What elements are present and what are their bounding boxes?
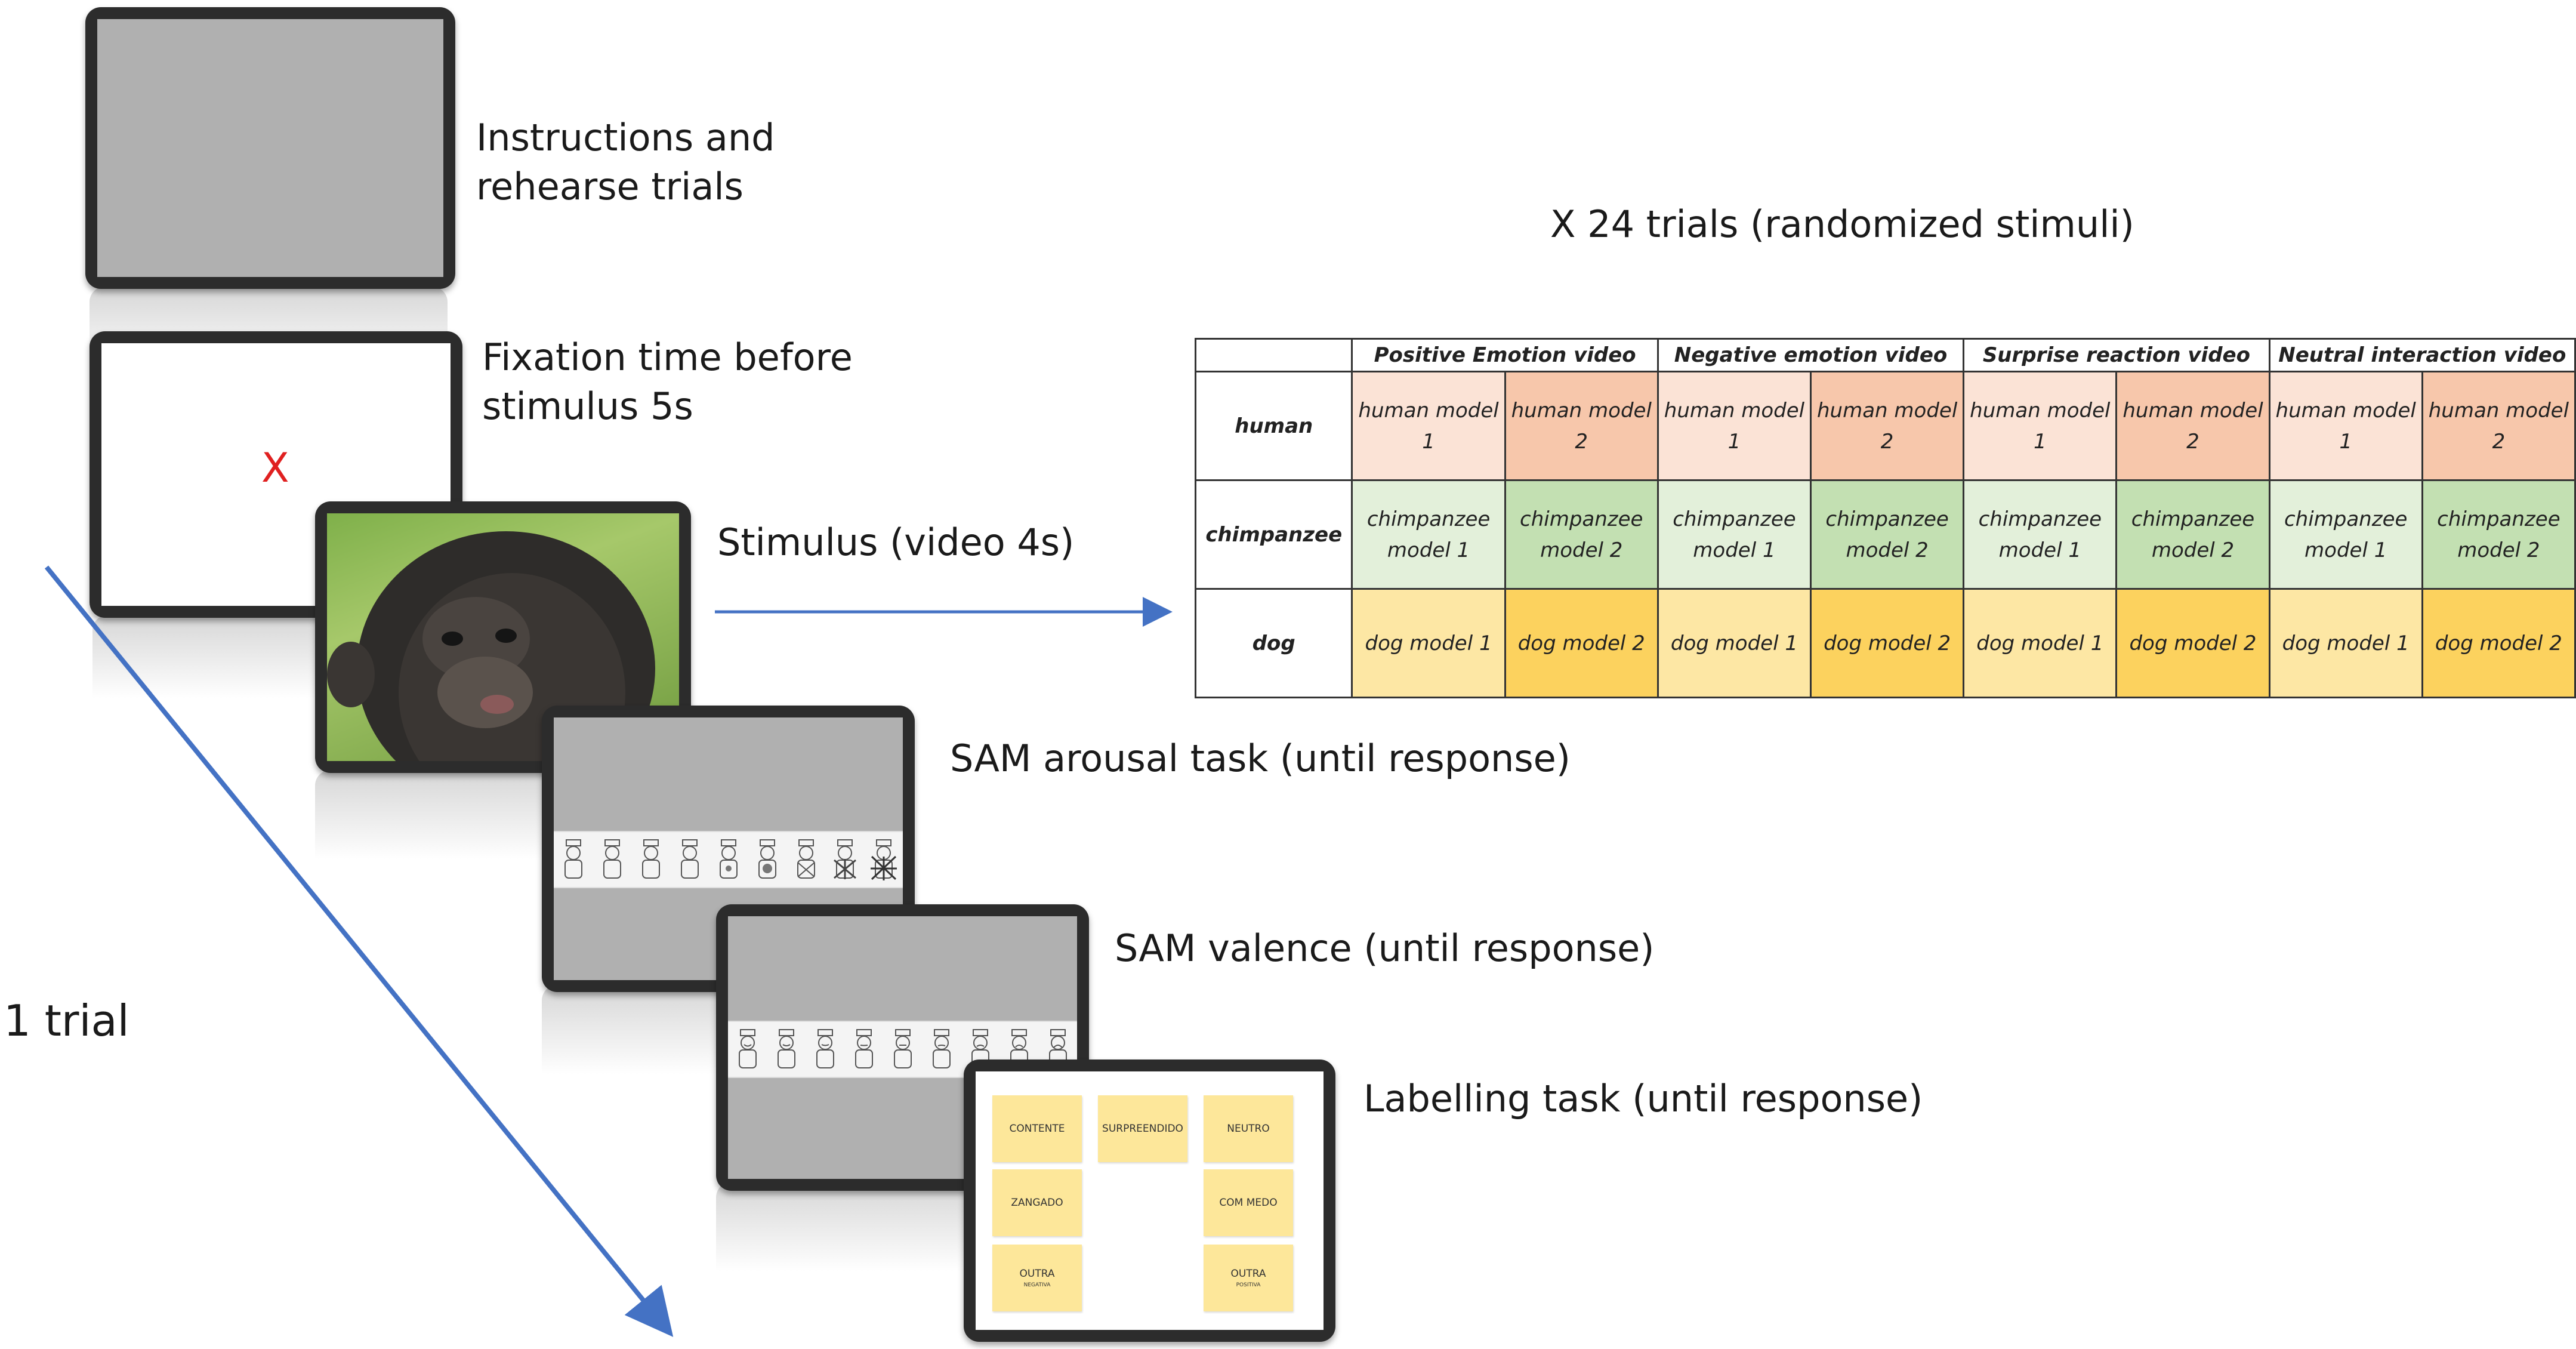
label-note-subtext: NEGATIVA <box>1023 1282 1051 1288</box>
table-cell: human model 1 <box>1351 371 1506 481</box>
instructions-monitor <box>85 7 455 289</box>
sam-figure-icon <box>777 1029 795 1068</box>
stimulus-label: Stimulus (video 4s) <box>717 520 1075 564</box>
label-note-text: COM MEDO <box>1219 1197 1278 1209</box>
table-cell: dog model 1 <box>1656 588 1812 698</box>
trial-label: 1 trial <box>4 996 129 1046</box>
stimulus-video-frame <box>327 513 679 761</box>
table-cell: dog model 1 <box>1351 588 1506 698</box>
table-cell: dog model 2 <box>1810 588 1965 698</box>
table-cell: chimpanzee model 1 <box>1656 479 1812 590</box>
table-cell: human model 2 <box>1810 371 1965 481</box>
sam-figure-icon <box>564 839 582 879</box>
label-note-com-medo[interactable]: COM MEDO <box>1204 1169 1293 1236</box>
stimulus-design-table: Positive Emotion video Negative emotion … <box>1194 338 2576 698</box>
table-cell: human model 2 <box>1504 371 1659 481</box>
label-note-text: NEUTRO <box>1227 1123 1270 1135</box>
label-note-contente[interactable]: CONTENTE <box>992 1095 1082 1162</box>
repeat-trials-label: X 24 trials (randomized stimuli) <box>1550 202 2134 246</box>
table-cell: chimpanzee model 1 <box>1351 479 1506 590</box>
sam-figure-icon <box>893 1029 912 1068</box>
sam-figure-icon <box>680 839 699 879</box>
label-note-subtext: POSITIVA <box>1236 1282 1261 1288</box>
label-note-text: CONTENTE <box>1009 1123 1065 1135</box>
row-header: human <box>1194 371 1353 481</box>
chimpanzee-image <box>327 531 655 761</box>
labelling-label: Labelling task (until response) <box>1363 1077 1923 1120</box>
table-cell: dog model 2 <box>2115 588 2270 698</box>
sam-figure-icon <box>816 1029 834 1068</box>
table-cell: human model 1 <box>2268 371 2423 481</box>
table-cell: human model 2 <box>2421 371 2576 481</box>
fixation-label: Fixation time before stimulus 5s <box>482 335 853 428</box>
labelling-monitor: CONTENTE SURPREENDIDO NEUTRO ZANGADO COM… <box>964 1060 1335 1342</box>
table-corner-cell <box>1194 338 1353 372</box>
table-cell: chimpanzee model 2 <box>1504 479 1659 590</box>
column-header: Positive Emotion video <box>1351 338 1659 372</box>
sam-arousal-label: SAM arousal task (until response) <box>950 737 1571 780</box>
sam-figure-icon <box>1010 1029 1028 1068</box>
sam-valence-label: SAM valence (until response) <box>1115 926 1655 970</box>
sam-figure-icon <box>641 839 660 879</box>
row-header: dog <box>1194 588 1353 698</box>
label-note-surpreendido[interactable]: SURPREENDIDO <box>1098 1095 1187 1162</box>
column-header: Negative emotion video <box>1656 338 1965 372</box>
table-cell: chimpanzee model 2 <box>1810 479 1965 590</box>
sam-figure-icon <box>738 1029 757 1068</box>
instructions-screen <box>97 19 443 277</box>
label-note-text: SURPREENDIDO <box>1102 1123 1183 1135</box>
label-note-text: ZANGADO <box>1011 1197 1063 1209</box>
table-cell: dog model 2 <box>2421 588 2576 698</box>
table-cell: human model 1 <box>1656 371 1812 481</box>
sam-figure-icon <box>932 1029 951 1068</box>
fixation-cross: X <box>261 445 289 492</box>
sam-figure-icon <box>1048 1029 1067 1068</box>
sam-figure-icon <box>870 839 897 880</box>
table-cell: dog model 2 <box>1504 588 1659 698</box>
label-note-text: OUTRA <box>1230 1268 1266 1280</box>
table-cell: chimpanzee model 1 <box>1963 479 2118 590</box>
sam-figure-icon <box>719 839 738 879</box>
column-header: Neutral interaction video <box>2268 338 2576 372</box>
sam-figure-icon <box>758 839 776 879</box>
table-cell: human model 2 <box>2115 371 2270 481</box>
labelling-screen: CONTENTE SURPREENDIDO NEUTRO ZANGADO COM… <box>976 1071 1324 1330</box>
sam-figure-icon <box>603 839 621 879</box>
sam-figure-icon <box>797 839 815 879</box>
table-cell: dog model 1 <box>1963 588 2118 698</box>
table-cell: chimpanzee model 2 <box>2115 479 2270 590</box>
table-cell: human model 1 <box>1963 371 2118 481</box>
label-note-zangado[interactable]: ZANGADO <box>992 1169 1082 1236</box>
label-note-outra-negativa[interactable]: OUTRA NEGATIVA <box>992 1245 1082 1311</box>
sam-arousal-scale <box>554 831 903 888</box>
instructions-label: Instructions and rehearse trials <box>476 116 775 208</box>
label-note-text: OUTRA <box>1019 1268 1055 1280</box>
table-cell: chimpanzee model 2 <box>2421 479 2576 590</box>
sam-figure-icon <box>833 839 856 879</box>
row-header: chimpanzee <box>1194 479 1353 590</box>
sam-figure-icon <box>854 1029 873 1068</box>
label-note-outra-positiva[interactable]: OUTRA POSITIVA <box>1204 1245 1293 1311</box>
table-cell: dog model 1 <box>2268 588 2423 698</box>
table-cell: chimpanzee model 1 <box>2268 479 2423 590</box>
column-header: Surprise reaction video <box>1963 338 2270 372</box>
label-note-neutro[interactable]: NEUTRO <box>1204 1095 1293 1162</box>
